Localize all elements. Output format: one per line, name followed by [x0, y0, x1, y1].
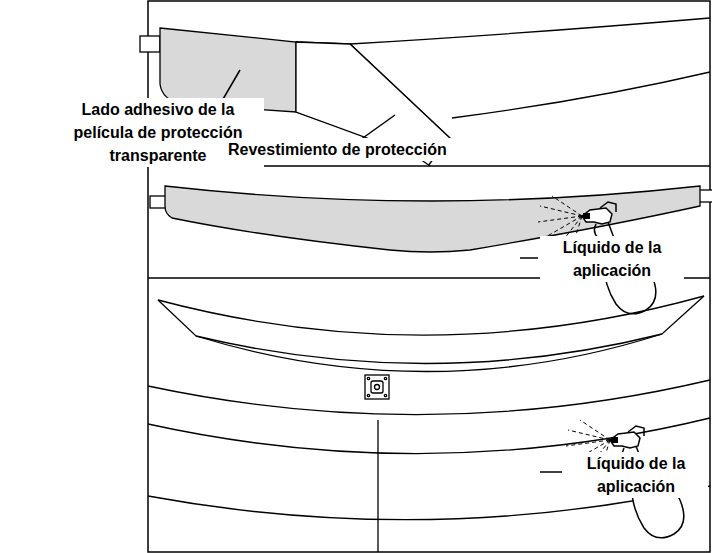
- bumper: [148, 296, 710, 552]
- part-label: Líquido de la aplicación: [564, 452, 708, 498]
- part-label: Revestimiento de protección: [226, 138, 520, 161]
- leader-line: [540, 471, 562, 473]
- leader-line: [520, 257, 538, 259]
- film-peeling: [140, 18, 710, 166]
- part-label: Líquido de la aplicación: [540, 236, 684, 282]
- leader-line: [360, 115, 395, 140]
- panel-frame: [148, 1, 710, 552]
